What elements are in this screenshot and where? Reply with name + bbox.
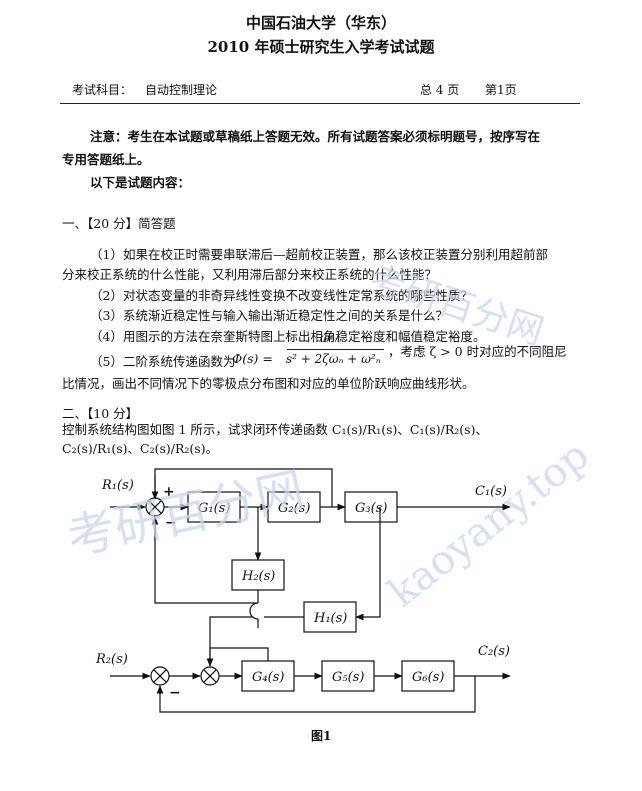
h2-label: H₂(s) [241, 569, 275, 584]
exam-title: 2010 年硕士研究生入学考试试题 [207, 38, 435, 56]
q1-item1-line1: （1）如果在校正时需要串联滞后—超前校正装置，那么该校正装置分别利用超前部 [90, 247, 548, 262]
q1-item3: （3）系统渐近稳定性与输入输出渐近稳定性之间的关系是什么？ [90, 308, 448, 323]
q1-item5-lhs: Φ(s) = [232, 351, 273, 366]
q1-item5-denominator: s² + 2ζωₙ + ω²ₙ [286, 352, 381, 366]
notice-line-3: 以下是试题内容： [90, 175, 191, 190]
minus-sign-1: − [165, 515, 177, 531]
page-number: 第1页 [485, 83, 517, 97]
block-diagram: R₁(s) C₁(s) G₁(s) G₂(s) G₃(s) H₂(s) H₁(s… [95, 468, 511, 743]
g4-label: G₄(s) [252, 670, 284, 685]
notice-line-2: 专用答题纸上。 [62, 152, 150, 167]
q1-item4: （4）用图示的方法在奈奎斯特图上标出相角稳定裕度和幅值稳定裕度。 [90, 329, 486, 344]
total-pages: 总 4 页 [420, 83, 460, 97]
q2-line2: C₂(s)/R₁(s)、C₂(s)/R₂(s)。 [62, 441, 219, 456]
g1-label: G₁(s) [198, 501, 230, 516]
q1-item5-suffix: ，考虑 ζ > 0 时对应的不同阻尼 [388, 344, 567, 359]
subject-value: 自动控制理论 [145, 83, 218, 97]
h1-label: H₁(s) [313, 611, 347, 626]
q1-item5-numerator: ω²ₙ [320, 331, 340, 345]
subject-label: 考试科目： [72, 83, 133, 97]
r2-label: R₂(s) [95, 652, 128, 667]
fraction-bar [287, 349, 384, 350]
g3-label: G₃(s) [355, 501, 387, 516]
r1-label: R₁(s) [101, 478, 134, 493]
g6-label: G₆(s) [412, 670, 444, 685]
minus-sign-2: − [169, 685, 181, 701]
q1-item2: （2）对状态变量的非奇异线性变换不改变线性定常系统的哪些性质？ [90, 288, 473, 303]
q1-item1-line2: 分来校正系统的什么性能，又利用滞后部分来校正系统的什么性能？ [62, 267, 438, 282]
notice-line-1: 注意：考生在本试题或草稿纸上答题无效。所有试题答案必须标明题号，按序写在 [90, 129, 541, 144]
q1-heading: 一、【20 分】简答题 [62, 216, 176, 231]
q2-heading: 二、【10 分】 [62, 406, 139, 421]
plus-sign-1: + [163, 484, 175, 500]
q1-item5-line2: 比情况，画出不同情况下的零极点分布图和对应的单位阶跃响应曲线形状。 [62, 376, 475, 391]
g5-label: G₅(s) [332, 670, 364, 685]
g2-label: G₂(s) [278, 501, 310, 516]
university-title: 中国石油大学（华东） [245, 14, 396, 32]
q2-line1: 控制系统结构图如图 1 所示，试求闭环传递函数 C₁(s)/R₁(s)、C₁(s… [62, 422, 488, 437]
c2-label: C₂(s) [478, 644, 510, 659]
c1-label: C₁(s) [475, 484, 507, 499]
figure-caption: 图1 [311, 729, 331, 743]
header-divider [60, 103, 580, 104]
q1-item5-prefix: （5）二阶系统传递函数为 [90, 354, 236, 369]
